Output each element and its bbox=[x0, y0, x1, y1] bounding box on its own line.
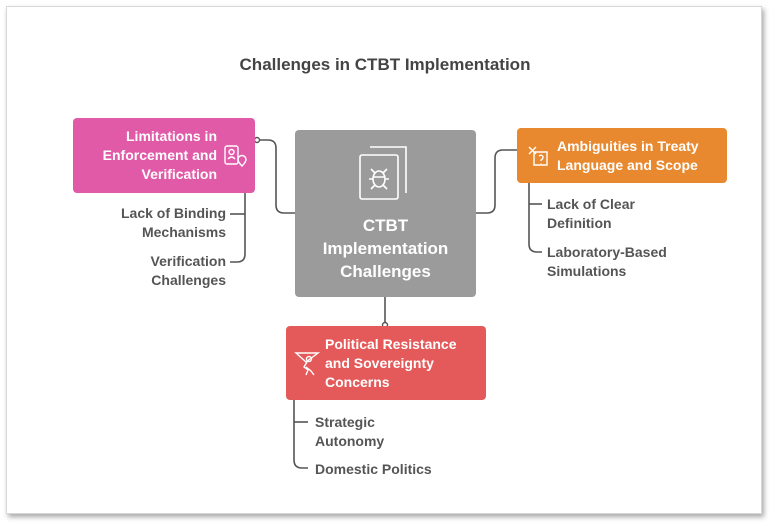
branch-political: Political Resistance and Sovereignty Con… bbox=[286, 326, 486, 400]
item-verification-challenges: Verification Challenges bbox=[150, 253, 226, 288]
center-label: CTBT Implementation Challenges bbox=[322, 216, 449, 281]
diagram-title: Challenges in CTBT Implementation bbox=[239, 55, 531, 74]
branch-enforcement: Limitations in Enforcement and Verificat… bbox=[73, 118, 255, 193]
item-laboratory-simulations: Laboratory-Based Simulations bbox=[547, 244, 667, 279]
item-lack-of-binding: Lack of Binding Mechanisms bbox=[121, 205, 226, 240]
item-strategic-autonomy: Strategic Autonomy bbox=[315, 414, 385, 449]
center-node: CTBT Implementation Challenges bbox=[295, 130, 476, 297]
branch-label: Political Resistance and Sovereignty Con… bbox=[325, 335, 457, 390]
item-domestic-politics: Domestic Politics bbox=[315, 461, 432, 477]
branch-ambiguities: Ambiguities in Treaty Language and Scope bbox=[517, 128, 727, 183]
branch-label: Limitations in Enforcement and Verificat… bbox=[102, 128, 217, 182]
resistance-icon bbox=[294, 352, 320, 376]
badge-location-icon bbox=[224, 145, 247, 167]
item-lack-of-clear-definition: Lack of Clear Definition bbox=[547, 196, 635, 231]
bug-document-icon bbox=[359, 146, 407, 200]
branch-label: Ambiguities in Treaty Language and Scope bbox=[557, 137, 699, 173]
ambiguity-icon bbox=[528, 146, 548, 166]
